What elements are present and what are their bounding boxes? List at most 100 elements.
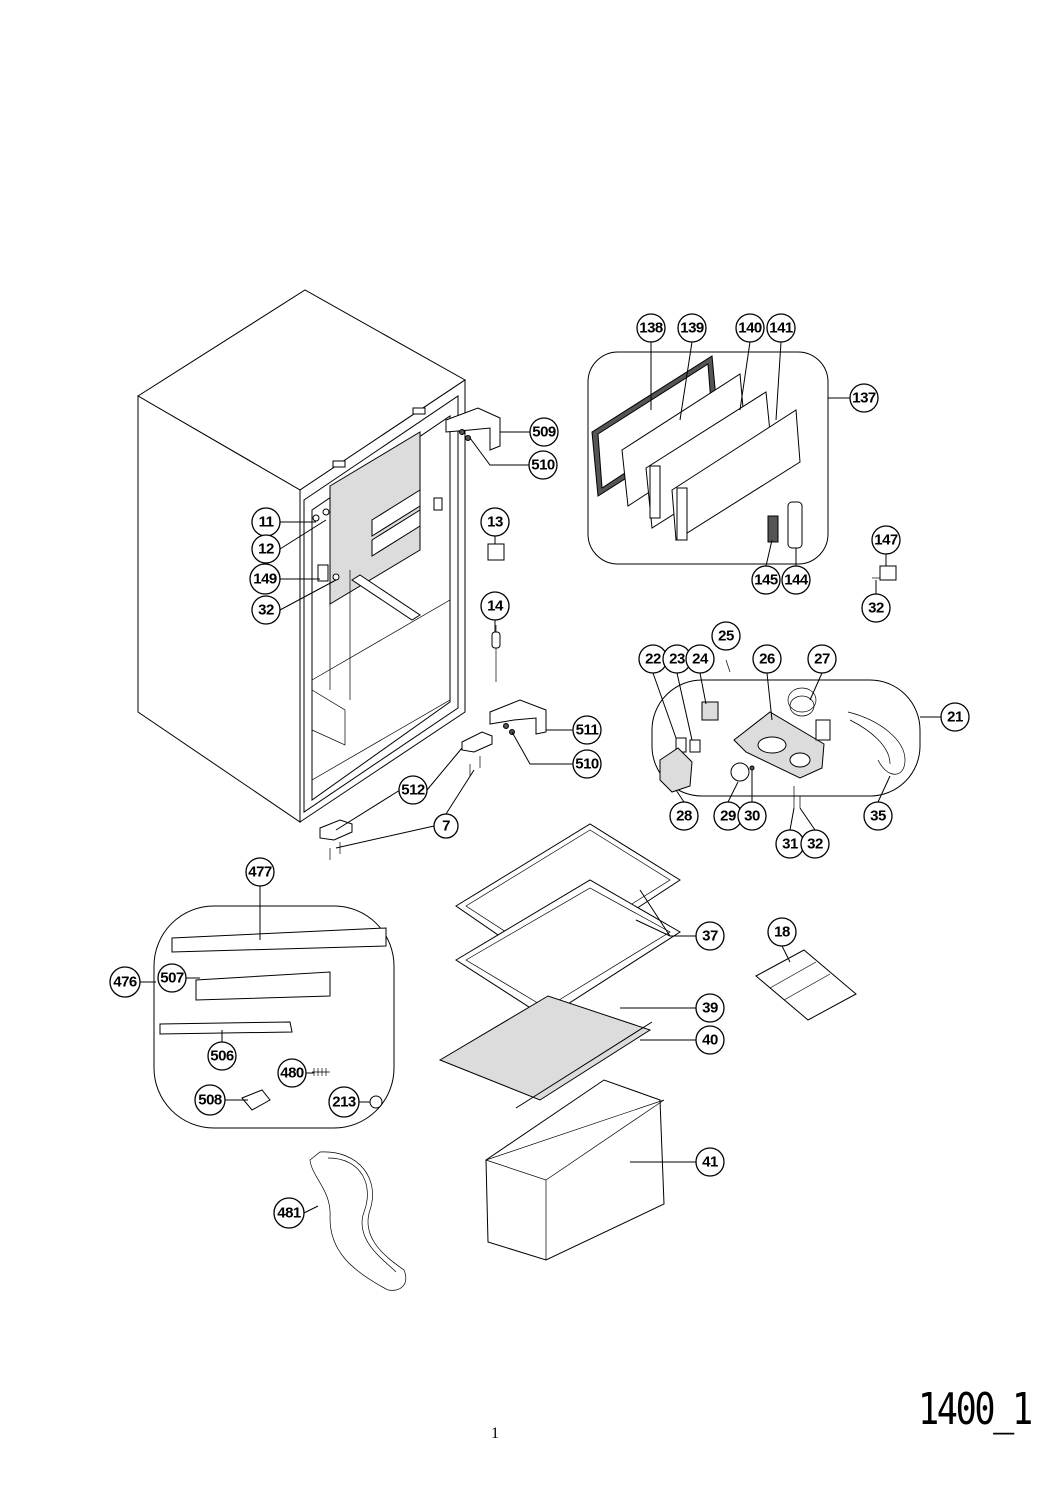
callout-label: 507 [160, 970, 184, 987]
callout-label: 29 [720, 808, 736, 825]
callout-31: 31 [775, 829, 805, 859]
callout-23: 23 [662, 644, 692, 674]
callout-label: 18 [774, 924, 790, 941]
callout-137: 137 [849, 383, 879, 413]
callout-label: 40 [702, 1032, 718, 1049]
accessory-group [153, 905, 395, 1129]
callout-label: 140 [738, 320, 762, 337]
callout-label: 14 [487, 598, 504, 615]
callout-label: 511 [576, 722, 599, 739]
callout-label: 12 [258, 541, 274, 558]
callout-label: 27 [814, 651, 830, 668]
callout-label: 510 [531, 457, 555, 474]
callout-label: 141 [769, 320, 793, 337]
thermostat-lamp-group [651, 659, 921, 808]
callout-label: 506 [210, 1048, 234, 1065]
page-number: 1 [491, 1425, 499, 1442]
callout-label: 144 [784, 572, 809, 589]
callout-25: 25 [711, 621, 741, 651]
callout-13: 13 [480, 507, 510, 537]
shelves-and-crisper [438, 823, 681, 1261]
callout-label: 480 [280, 1065, 304, 1082]
callout-label: 31 [782, 836, 798, 853]
callout-label: 24 [692, 651, 709, 668]
callout-213: 213 [328, 1086, 360, 1118]
callout-26: 26 [752, 644, 782, 674]
callout-label: 25 [718, 628, 734, 645]
ice-tray-part [755, 949, 857, 1021]
callout-144: 144 [781, 565, 811, 595]
callout-label: 32 [868, 600, 884, 617]
callout-label: 39 [702, 1000, 718, 1017]
callout-147: 147 [871, 525, 901, 555]
callout-141: 141 [766, 313, 796, 343]
callout-140: 140 [735, 313, 765, 343]
callout-481: 481 [273, 1197, 305, 1229]
callout-32-bracket: 32 [861, 593, 891, 623]
callout-37: 37 [695, 921, 725, 951]
callout-label: 477 [248, 864, 272, 881]
callout-512: 512 [398, 775, 428, 805]
callout-21: 21 [940, 702, 970, 732]
callout-label: 147 [874, 532, 898, 549]
callout-label: 28 [676, 808, 692, 825]
callout-label: 481 [277, 1205, 301, 1222]
callout-14: 14 [480, 591, 510, 621]
callout-138: 138 [636, 313, 666, 343]
callout-508: 508 [194, 1084, 226, 1116]
callout-label: 7 [442, 818, 450, 835]
callout-label: 11 [259, 514, 274, 531]
callout-label: 476 [113, 974, 137, 991]
callout-41: 41 [695, 1147, 725, 1177]
leveling-foot-part [491, 625, 501, 682]
callout-28: 28 [669, 801, 699, 831]
callout-label: 35 [870, 808, 886, 825]
callout-32-cabinet: 32 [251, 595, 281, 625]
callout-label: 508 [198, 1092, 222, 1109]
callout-label: 23 [669, 651, 685, 668]
door-gasket-part [309, 1151, 407, 1291]
thermostat-knob-part [487, 543, 505, 561]
callout-509: 509 [529, 417, 559, 447]
callout-30: 30 [737, 801, 767, 831]
callout-label: 30 [744, 808, 760, 825]
callout-18: 18 [767, 917, 797, 947]
callout-label: 37 [702, 928, 718, 945]
callout-511: 511 [572, 715, 602, 745]
callout-145: 145 [751, 565, 781, 595]
callout-label: 509 [532, 424, 556, 441]
leader-lines [140, 341, 942, 1214]
callout-11: 11 [251, 507, 281, 537]
callout-label: 510 [575, 756, 599, 773]
callout-35: 35 [863, 801, 893, 831]
callout-40: 40 [695, 1025, 725, 1055]
callout-480: 480 [277, 1058, 307, 1088]
callout-label: 137 [852, 390, 876, 407]
callout-label: 149 [253, 571, 277, 588]
callout-label: 32 [807, 836, 823, 853]
callout-32-lamp: 32 [800, 829, 830, 859]
callout-label: 41 [702, 1154, 718, 1171]
callout-label: 512 [401, 782, 425, 799]
callout-7: 7 [433, 813, 459, 839]
drawing-code: 1400_1 [918, 1384, 1033, 1435]
callout-506: 506 [207, 1041, 237, 1071]
lower-hinge [489, 699, 547, 735]
callout-139: 139 [677, 313, 707, 343]
callout-label: 32 [258, 602, 274, 619]
bracket-147-part [872, 565, 897, 581]
callout-label: 22 [645, 651, 661, 668]
callout-507: 507 [157, 963, 187, 993]
callout-label: 26 [759, 651, 775, 668]
callout-label: 139 [680, 320, 704, 337]
callout-24: 24 [685, 644, 715, 674]
callout-label: 138 [639, 320, 663, 337]
callout-label: 21 [947, 709, 963, 726]
callout-510-lower: 510 [572, 749, 602, 779]
callout-label: 213 [332, 1094, 356, 1111]
refrigerator-cabinet [137, 289, 466, 823]
door-assembly-group [587, 351, 829, 565]
callout-27: 27 [807, 644, 837, 674]
callout-label: 13 [487, 514, 503, 531]
